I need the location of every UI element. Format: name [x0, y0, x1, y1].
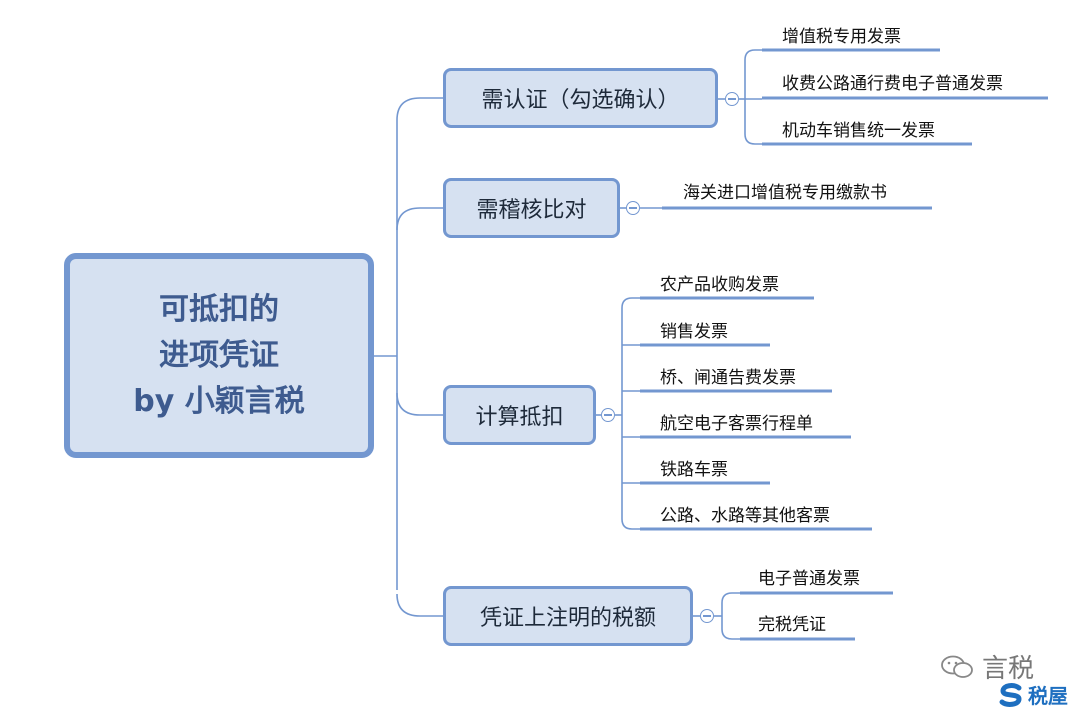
- watermark-text: 言税: [982, 654, 1035, 684]
- leaf-connector: [721, 592, 740, 616]
- root-title-line-2: 进项凭证: [159, 337, 279, 373]
- leaf-item[interactable]: 农产品收购发票: [660, 275, 779, 295]
- leaf-connector: [721, 616, 740, 640]
- leaf-item[interactable]: 海关进口增值税专用缴款书: [683, 183, 887, 203]
- leaf-item[interactable]: 销售发票: [660, 322, 728, 342]
- branch-connector: [396, 207, 443, 231]
- branch-connector: [396, 593, 443, 617]
- root-topic[interactable]: 可抵扣的 进项凭证 by 小颖言税: [64, 253, 374, 458]
- branch-connector: [396, 97, 443, 121]
- brand-logo-icon: [999, 682, 1022, 707]
- leaf-item[interactable]: 完税凭证: [758, 615, 826, 635]
- watermark-wechat: 言税: [940, 648, 1034, 685]
- leaf-connector: [744, 49, 762, 99]
- leaf-item[interactable]: 收费公路通行费电子普通发票: [782, 74, 1003, 94]
- branch-need-certification[interactable]: 需认证（勾选确认）: [443, 68, 718, 128]
- root-title-line-1: 可抵扣的: [159, 291, 279, 327]
- leaf-item[interactable]: 铁路车票: [660, 460, 728, 480]
- collapse-toggle-icon[interactable]: [700, 609, 714, 623]
- leaf-item[interactable]: 公路、水路等其他客票: [660, 506, 830, 526]
- collapse-toggle-icon[interactable]: [725, 92, 739, 106]
- leaf-item[interactable]: 航空电子客票行程单: [660, 414, 813, 434]
- leaf-item[interactable]: 桥、闸通告费发票: [660, 368, 796, 388]
- leaf-item[interactable]: 增值税专用发票: [782, 27, 901, 47]
- watermark-brand: 税屋: [998, 680, 1068, 709]
- leaf-connector: [621, 415, 640, 530]
- branch-calculated-deduction[interactable]: 计算抵扣: [443, 385, 596, 445]
- leaf-connector: [744, 99, 762, 145]
- wechat-icon: [941, 655, 973, 678]
- leaf-item[interactable]: 机动车销售统一发票: [782, 121, 935, 141]
- collapse-toggle-icon[interactable]: [601, 408, 615, 422]
- collapse-toggle-icon[interactable]: [626, 201, 640, 215]
- leaf-item[interactable]: 电子普通发票: [758, 569, 860, 589]
- branch-tax-stated-on-voucher[interactable]: 凭证上注明的税额: [443, 586, 693, 646]
- root-title-line-3: by 小颖言税: [133, 383, 305, 419]
- leaf-connector: [621, 297, 640, 415]
- brand-text: 税屋: [1028, 684, 1068, 708]
- branch-connector: [396, 392, 443, 416]
- branch-need-audit-comparison[interactable]: 需稽核比对: [443, 178, 620, 238]
